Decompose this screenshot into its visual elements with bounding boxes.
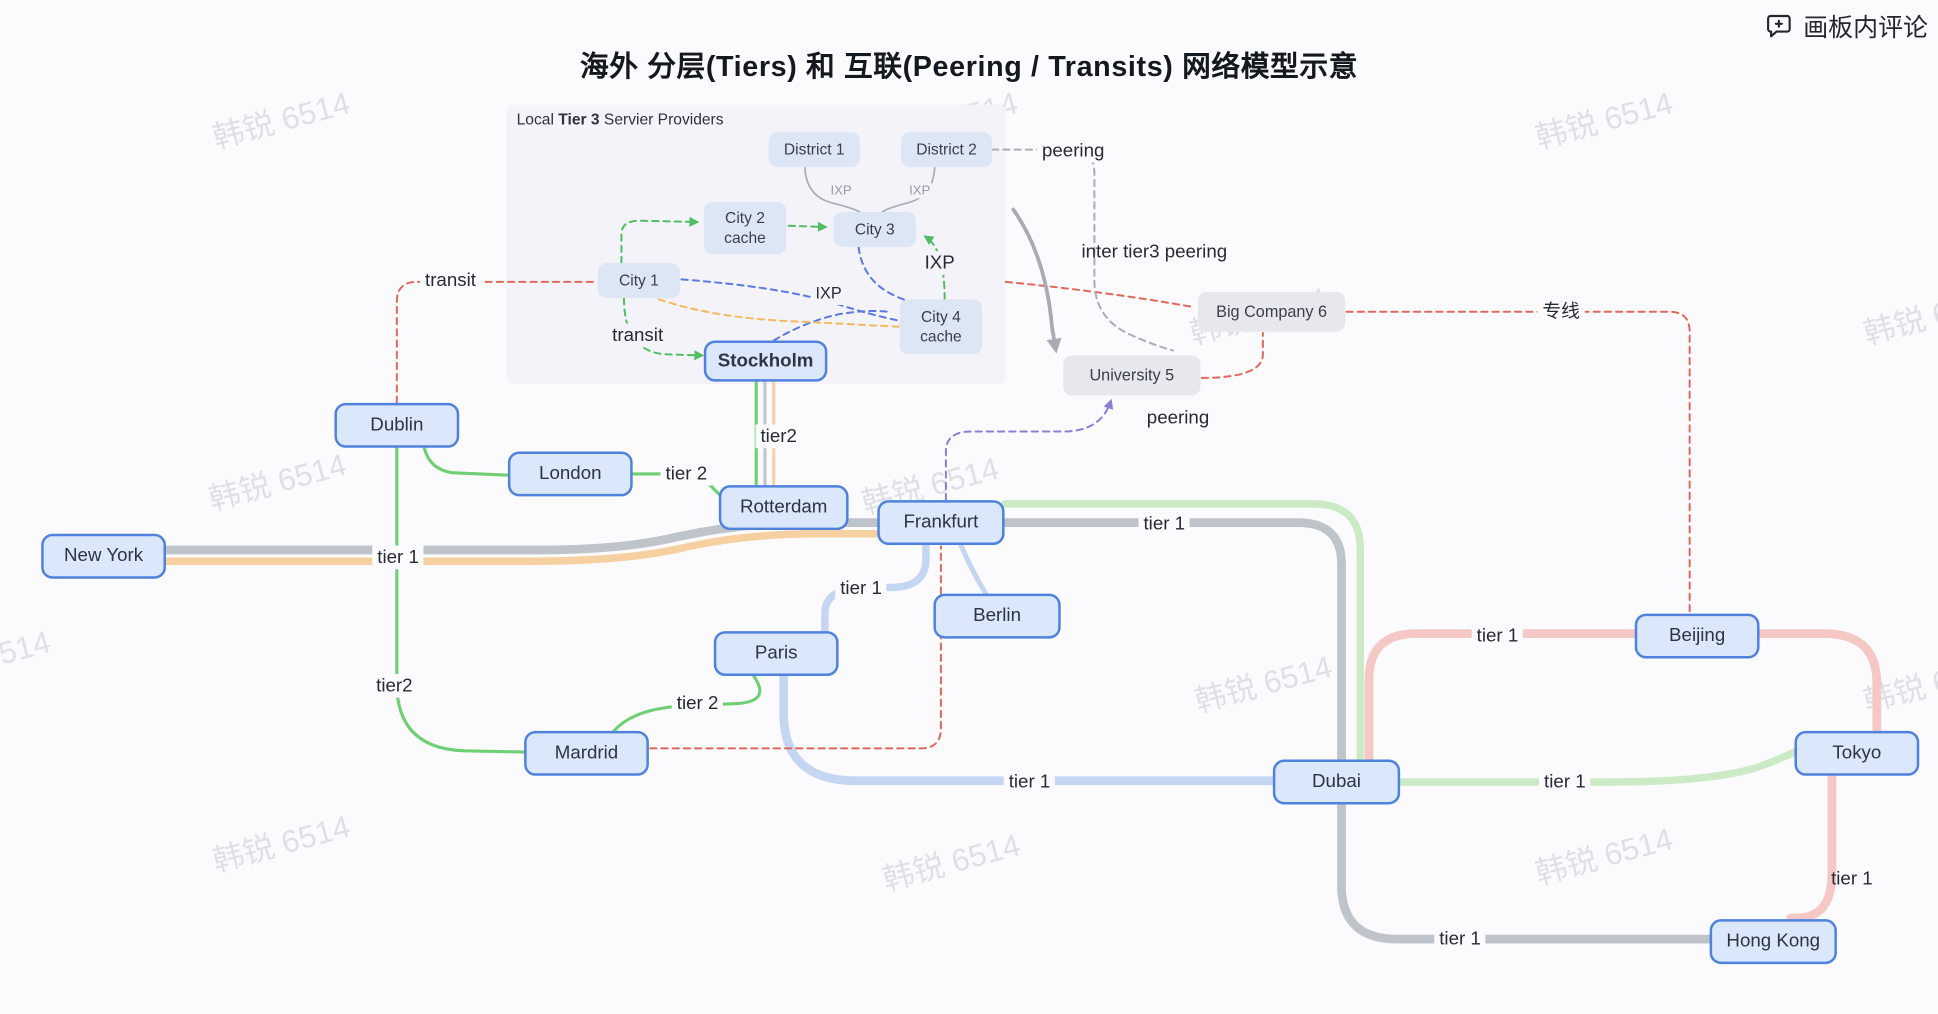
node-mardrid[interactable]: Mardrid — [524, 730, 649, 776]
edge-label-peering-university[interactable]: peering — [1146, 407, 1210, 429]
node-london[interactable]: London — [507, 451, 633, 497]
node-berlin[interactable]: Berlin — [933, 593, 1061, 639]
edge-label-tier2-paris-mardrid[interactable]: tier 2 — [671, 691, 724, 716]
edge-tier1-beijing-tokyo[interactable] — [1755, 629, 1882, 736]
edge-label-tier1-tokyo-hongkong[interactable]: tier 1 — [1831, 868, 1873, 890]
edge-label-tier1-paris-dubai[interactable]: tier 1 — [1003, 769, 1056, 794]
node-city-4[interactable]: City 4 cache — [899, 299, 983, 355]
panel-title: Local Tier 3 Servier Providers — [517, 111, 724, 128]
edge-label-inter-tier3-peering[interactable]: inter tier3 peering — [1081, 241, 1228, 263]
node-city-3[interactable]: City 3 — [833, 212, 916, 247]
node-stockholm[interactable]: Stockholm — [703, 340, 828, 382]
edge-peering-university5-bigcompany6[interactable] — [1200, 332, 1264, 379]
edge-green-city2-city3[interactable] — [787, 221, 828, 232]
edge-orange-city1-city4[interactable] — [657, 298, 901, 328]
node-city-2[interactable]: City 2 cache — [703, 202, 787, 255]
node-big-company-6[interactable]: Big Company 6 — [1197, 291, 1346, 332]
edge-tier1-frankfurt-dubai-green[interactable] — [1000, 500, 1364, 764]
edge-label-tier2-london-rotterdam[interactable]: tier 2 — [660, 461, 713, 486]
node-dubai[interactable]: Dubai — [1272, 759, 1401, 805]
edge-label-tier2-dublin-mardrid[interactable]: tier2 — [371, 673, 418, 698]
edge-frankfurt-berlin[interactable] — [958, 542, 989, 597]
edge-tier2-dublin-london[interactable] — [422, 446, 510, 477]
node-tokyo[interactable]: Tokyo — [1794, 730, 1920, 776]
edge-label-tier1-newyork[interactable]: tier 1 — [372, 545, 424, 570]
edge-label-ixp-city1[interactable]: IXP — [810, 283, 847, 305]
edge-tier2-dublin-mardrid[interactable] — [395, 446, 526, 754]
edge-inter-tier3-peering[interactable] — [1004, 280, 1193, 308]
panel-title-bold: Tier 3 — [558, 111, 600, 129]
edge-ixp-district1-city3[interactable] — [804, 166, 861, 213]
panel-title-suffix: Servier Providers — [599, 111, 724, 129]
canvas-comment-button[interactable]: 画板内评论 — [1765, 7, 1928, 43]
edge-tier1-tokyo-hongkong[interactable] — [1786, 771, 1837, 923]
panel-title-prefix: Local — [516, 111, 559, 129]
edge-tier1-paris-dubai[interactable] — [779, 671, 1278, 786]
edge-ixp-district2-city3[interactable] — [881, 166, 936, 213]
edge-label-transit-dublin[interactable]: transit — [420, 268, 481, 293]
edge-label-ixp-district2[interactable]: IXP — [906, 183, 933, 199]
edge-ixp-city1-city4[interactable] — [680, 278, 900, 322]
edge-tier1-dubai-tokyo[interactable] — [1396, 748, 1799, 786]
edge-green-city1-city2[interactable] — [620, 216, 700, 265]
edge-label-peering-top[interactable]: peering — [1036, 138, 1110, 163]
node-university-5[interactable]: University 5 — [1063, 355, 1201, 396]
edge-peering-frankfurt-university5[interactable] — [944, 398, 1114, 502]
node-new-york[interactable]: New York — [41, 533, 166, 579]
edge-label-tier1-frankfurt-paris[interactable]: tier 1 — [835, 576, 887, 601]
edge-ixp-city3-city4[interactable] — [857, 245, 912, 303]
edge-label-ixp-district1[interactable]: IXP — [828, 183, 855, 199]
edge-label-tier1-dubai-hongkong[interactable]: tier 1 — [1434, 927, 1486, 952]
edge-label-tier1-dubai-tokyo[interactable]: tier 1 — [1539, 769, 1591, 794]
edge-label-tier2-stockholm[interactable]: tier2 — [755, 424, 802, 449]
edge-leased-line-bigcompany6-beijing[interactable] — [1345, 310, 1691, 614]
edge-tier1-newyork-orange[interactable] — [162, 530, 880, 565]
node-frankfurt[interactable]: Frankfurt — [877, 500, 1005, 546]
edge-label-tier1-frankfurt-east[interactable]: tier 1 — [1138, 511, 1191, 536]
node-district-1[interactable]: District 1 — [768, 132, 860, 168]
edge-ixp-stockholm-city4[interactable] — [772, 309, 890, 342]
edge-tier1-dubai-beijing[interactable] — [1364, 629, 1640, 764]
edge-arrow-ixp-university5[interactable] — [1011, 207, 1062, 354]
edge-label-tier1-dubai-beijing[interactable]: tier 1 — [1471, 624, 1524, 649]
node-dublin[interactable]: Dublin — [334, 402, 460, 448]
comment-button-label: 画板内评论 — [1803, 14, 1929, 43]
diagram-title[interactable]: 海外 分层(Tiers) 和 互联(Peering / Transits) 网络… — [579, 49, 1359, 83]
node-beijing[interactable]: Beijing — [1634, 613, 1760, 659]
edge-label-leased-line[interactable]: 专线 — [1537, 299, 1585, 324]
edge-label-transit-city1[interactable]: transit — [607, 323, 669, 348]
node-rotterdam[interactable]: Rotterdam — [718, 485, 849, 531]
edge-transit-mardrid-frankfurt[interactable] — [649, 545, 942, 750]
node-hong-kong[interactable]: Hong Kong — [1709, 919, 1837, 965]
node-city-1[interactable]: City 1 — [597, 263, 681, 299]
edge-label-ixp-main[interactable]: IXP — [919, 251, 960, 276]
comment-plus-icon — [1767, 14, 1791, 38]
node-district-2[interactable]: District 2 — [900, 132, 993, 168]
node-paris[interactable]: Paris — [713, 631, 839, 676]
edge-transit-dublin-city1[interactable] — [395, 280, 598, 404]
